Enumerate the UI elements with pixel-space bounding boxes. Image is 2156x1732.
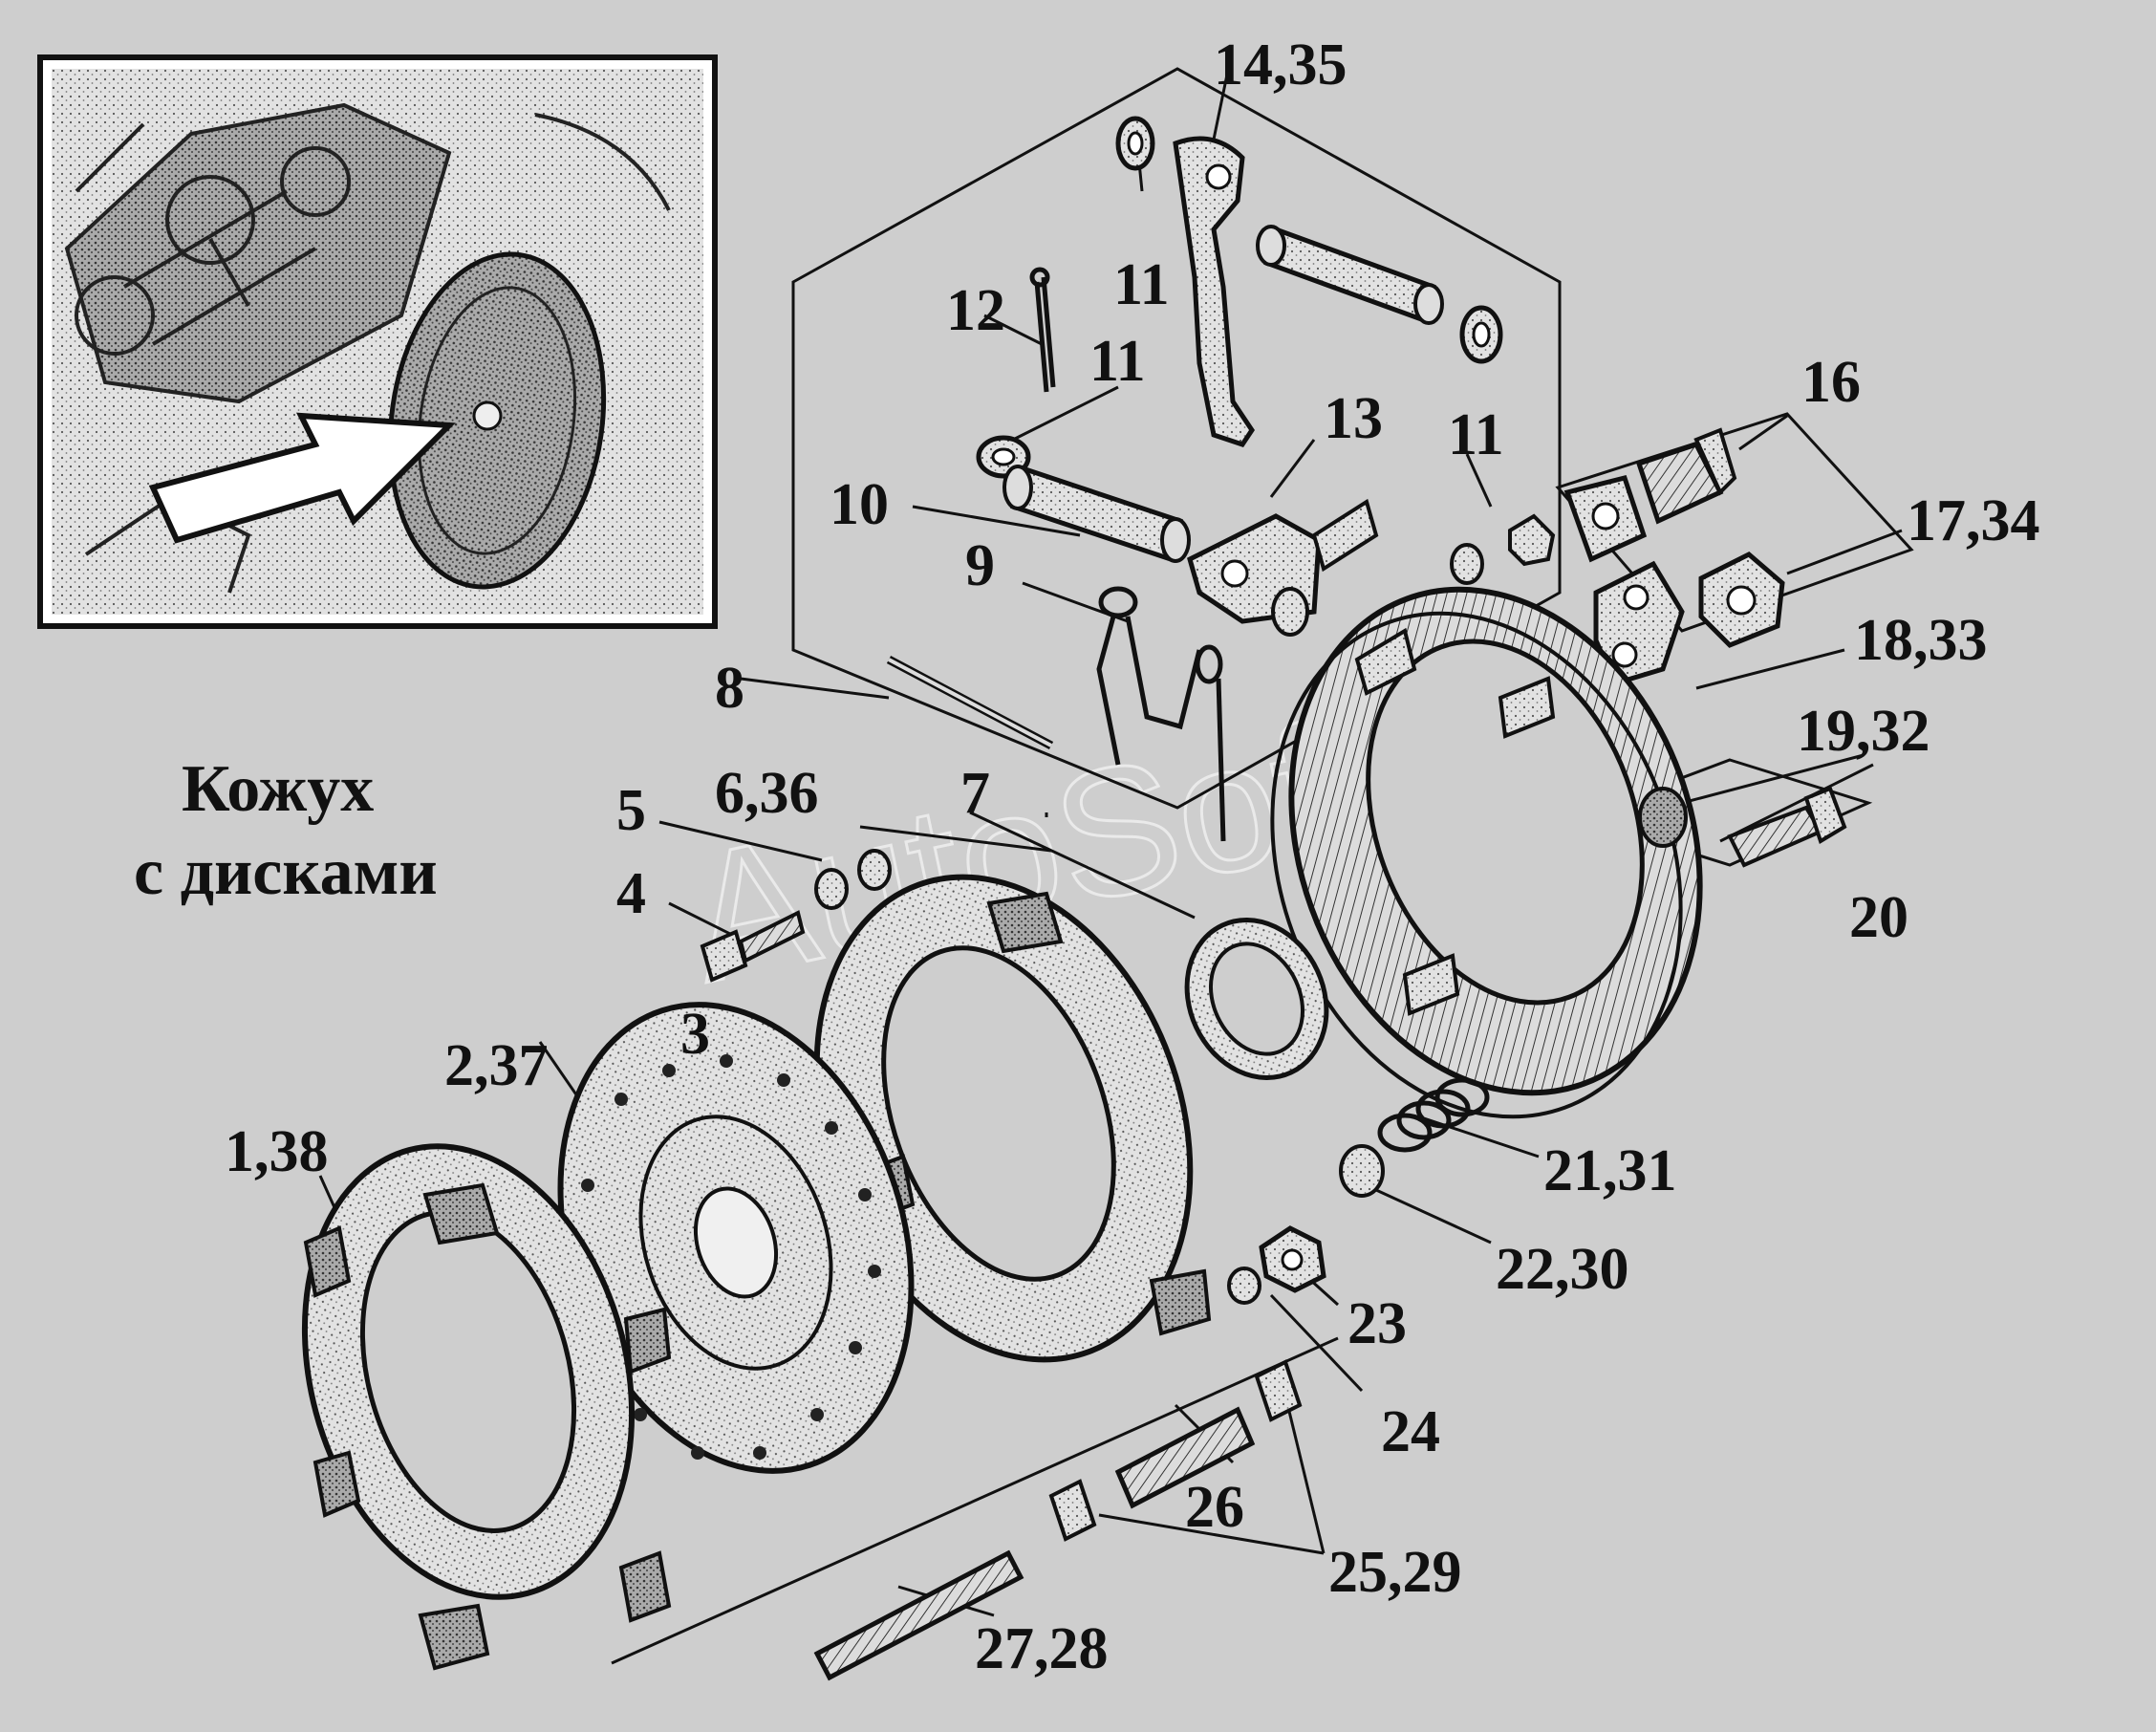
label-3: 3 (680, 1002, 710, 1067)
part-bushing-right (1254, 1359, 1303, 1422)
label-26: 26 (1185, 1475, 1244, 1540)
label-22-30: 22,30 (1496, 1237, 1629, 1302)
part-tube (1114, 1406, 1256, 1509)
label-11-mid: 11 (1089, 329, 1146, 394)
part-nut-23 (1259, 1225, 1326, 1293)
label-14-35: 14,35 (1214, 32, 1348, 97)
label-23: 23 (1348, 1291, 1407, 1356)
diagram-title-line-2: с дисками (134, 835, 438, 909)
part-bolt-20 (1727, 786, 1847, 868)
part-bushing-19 (1638, 787, 1688, 848)
part-spring (1096, 586, 1226, 842)
label-5: 5 (616, 778, 646, 843)
part-coil-spring (1377, 1077, 1490, 1153)
label-11-top: 11 (1113, 252, 1170, 317)
part-pressure-plate-housing (1270, 586, 1703, 1119)
label-1-38: 1,38 (225, 1119, 329, 1184)
part-bolt-4 (700, 910, 806, 983)
part-long-pin (886, 656, 1054, 749)
label-8: 8 (715, 656, 744, 721)
engine-inset-photo (37, 54, 718, 629)
label-16: 16 (1801, 350, 1861, 415)
label-11-right: 11 (1448, 402, 1504, 467)
part-plate-upper (1563, 475, 1648, 563)
part-small-washer (1450, 543, 1484, 585)
part-washer-24 (1227, 1267, 1261, 1305)
label-12: 12 (946, 278, 1005, 343)
part-bolt-upper (1635, 427, 1737, 525)
part-labels: 14,35 12 11 11 11 16 13 10 17,34 9 18,33… (225, 32, 2040, 1681)
label-7: 7 (960, 761, 990, 826)
label-4: 4 (616, 861, 646, 926)
label-17-34: 17,34 (1907, 488, 2040, 553)
label-9: 9 (965, 533, 995, 598)
label-2-37: 2,37 (444, 1033, 549, 1098)
part-washer-6 (857, 849, 892, 891)
part-small-nut (1508, 513, 1556, 567)
label-10: 10 (830, 472, 889, 537)
part-bushing-left (1048, 1479, 1097, 1542)
label-25-29: 25,29 (1328, 1540, 1462, 1605)
label-13: 13 (1324, 386, 1383, 451)
label-27-28: 27,28 (975, 1616, 1109, 1681)
part-washer-5 (814, 868, 849, 910)
part-retaining-ring (1184, 917, 1329, 1081)
part-plate-lower (1593, 560, 1685, 687)
part-fork (1187, 498, 1379, 637)
label-6-36: 6,36 (715, 761, 819, 826)
part-washer-right (1459, 305, 1503, 364)
part-lever-pin (1256, 225, 1444, 325)
part-stud (813, 1549, 1024, 1681)
label-19-32: 19,32 (1797, 699, 1930, 764)
diagram-title-line-1: Кожух (182, 752, 374, 826)
part-nut-upper (1698, 552, 1785, 648)
label-20: 20 (1849, 885, 1908, 950)
label-24: 24 (1381, 1399, 1440, 1464)
part-spring-cup (1339, 1144, 1385, 1198)
label-21-31: 21,31 (1543, 1138, 1677, 1203)
arrow-icon (148, 412, 456, 544)
part-backing-disc (301, 1143, 672, 1671)
leader-lines (318, 74, 1903, 1665)
part-cotter-pin (1029, 267, 1056, 393)
part-washer-top (1115, 116, 1155, 171)
part-release-lever (1173, 136, 1256, 447)
part-pin (1003, 465, 1191, 563)
label-18-33: 18,33 (1854, 608, 1988, 673)
